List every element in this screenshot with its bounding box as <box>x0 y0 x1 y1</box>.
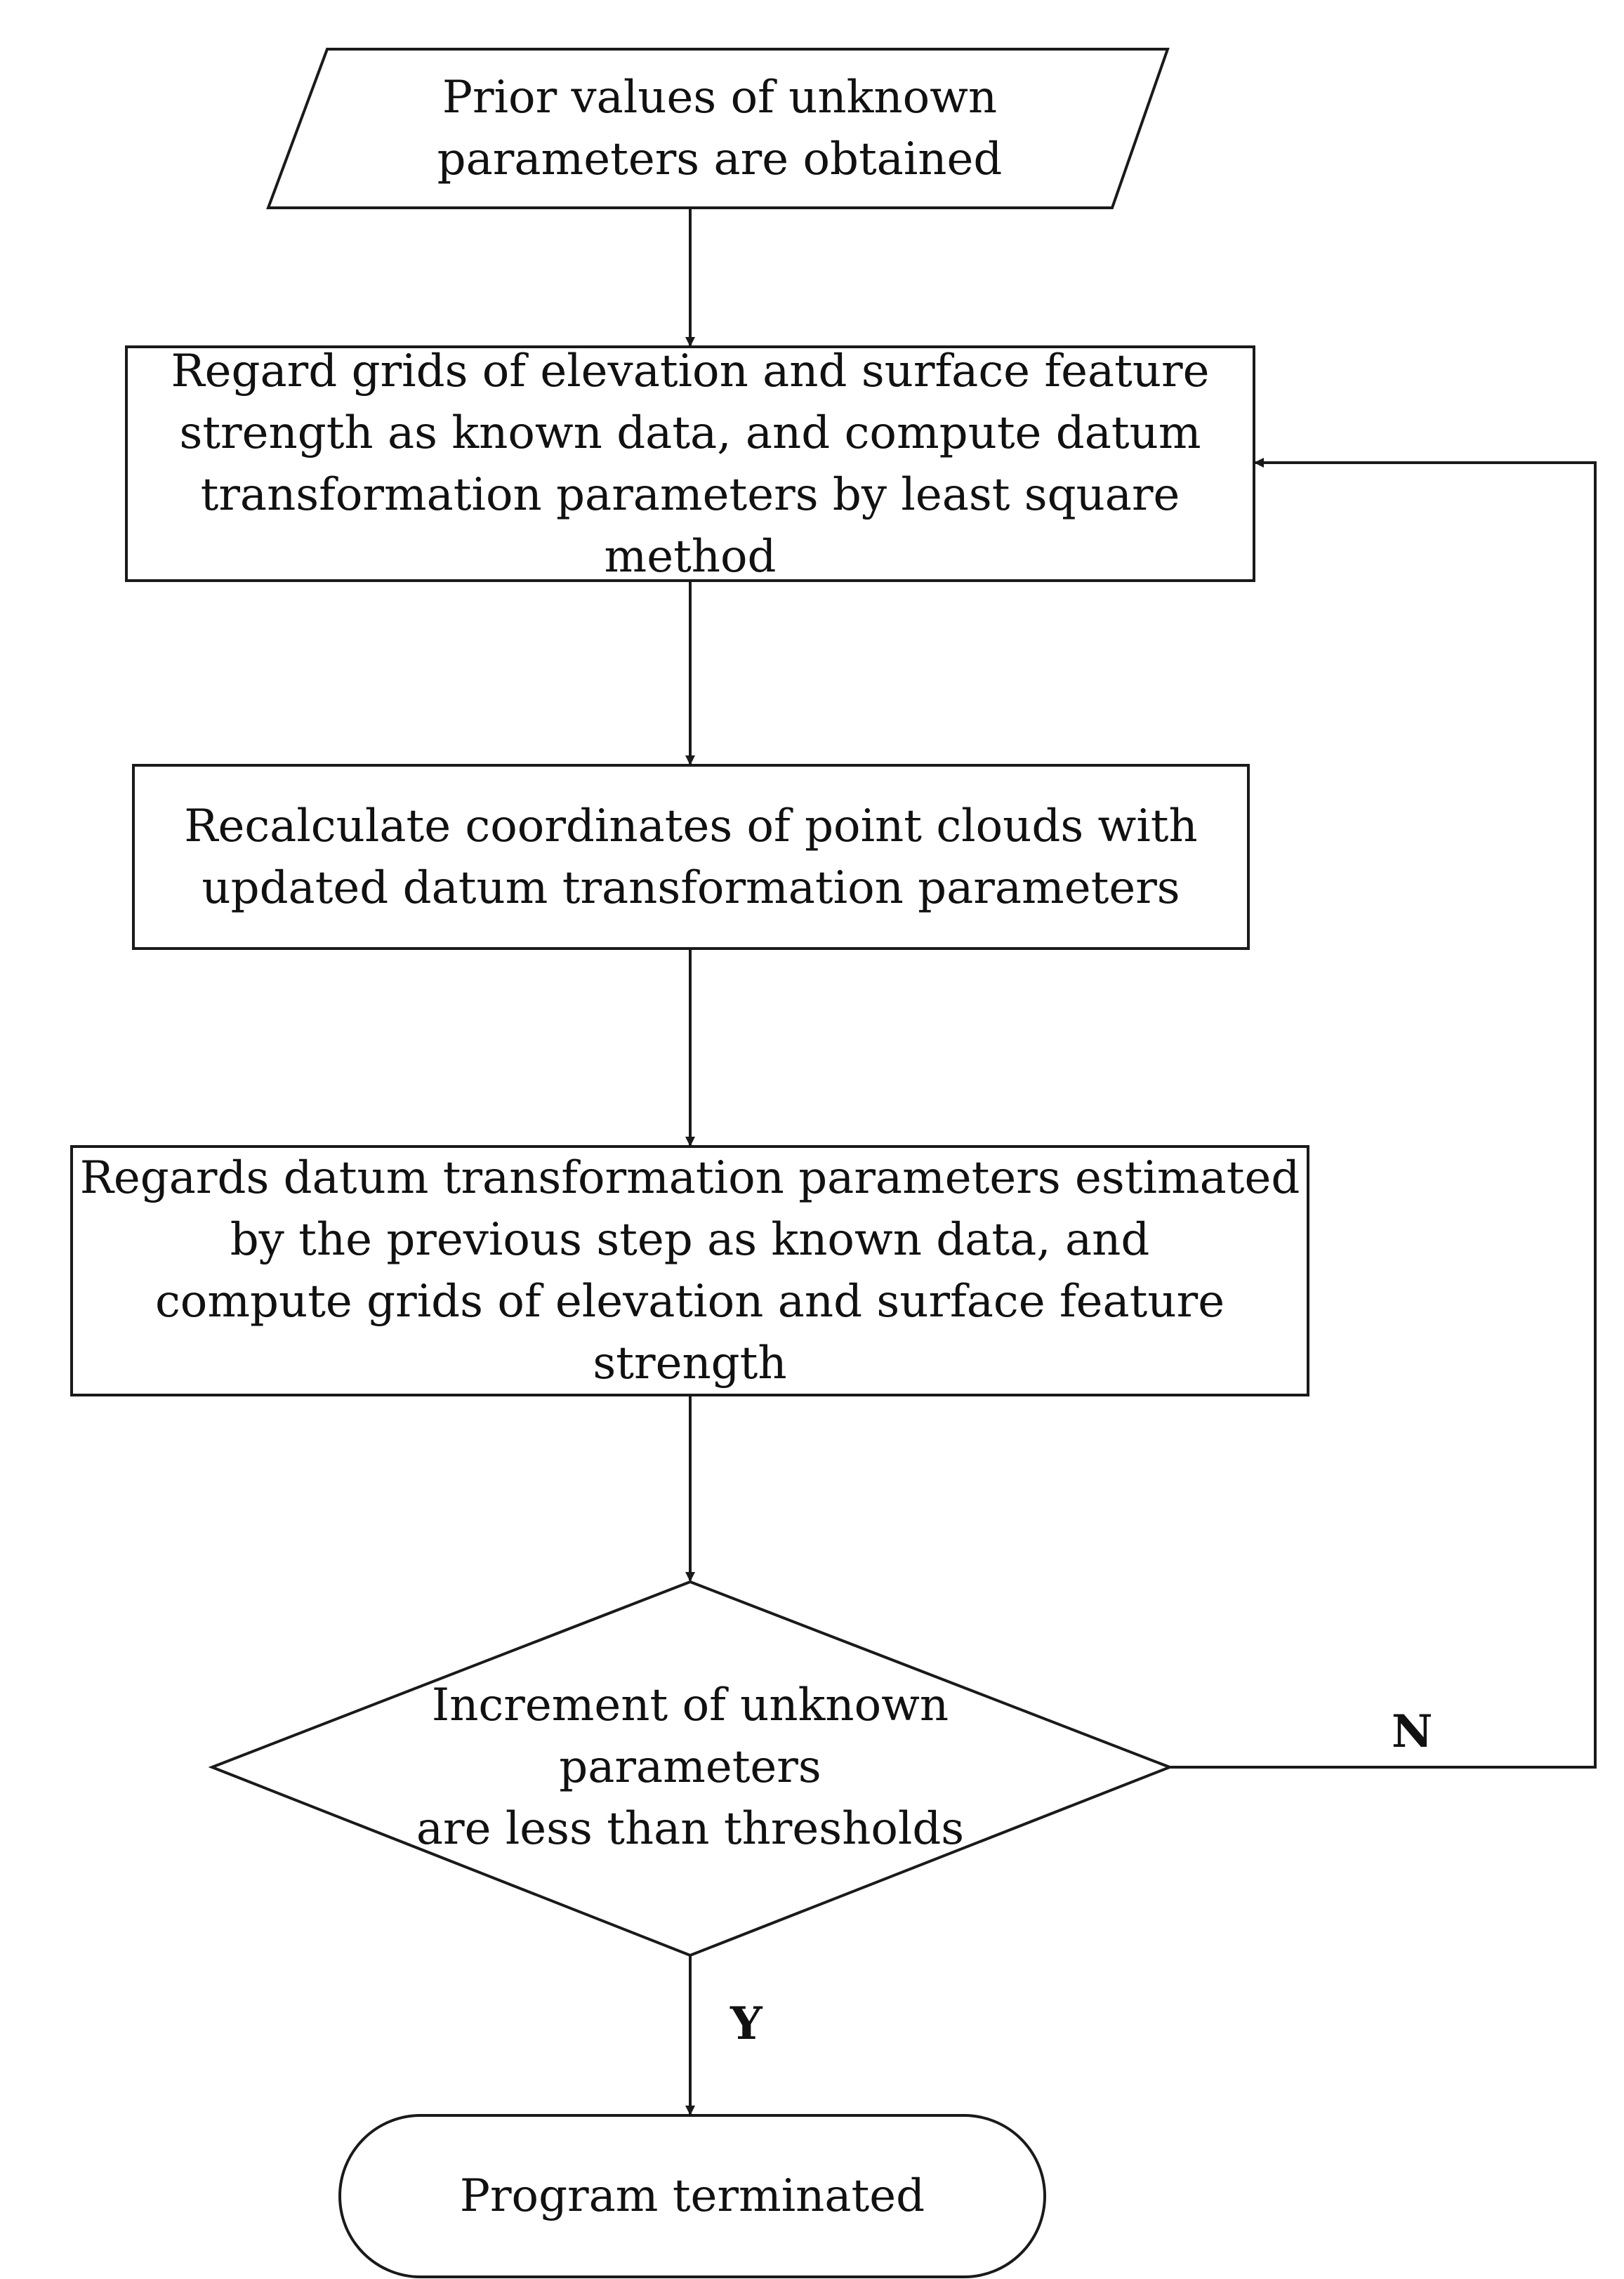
least-square-box <box>125 345 1255 582</box>
start-text: Prior values of unknown parameters are o… <box>437 72 1003 185</box>
least-square-text: Regard grids of elevation and surface fe… <box>171 345 1210 583</box>
edge-decision-to-least-square <box>1170 458 1597 1769</box>
branch-label-yes: Y <box>730 1997 763 2050</box>
decision-text: Increment of unknown parameters are less… <box>416 1679 965 1855</box>
compute-grids-text: Regards datum transformation parameters … <box>79 1152 1300 1389</box>
recalculate-text: Recalculate coordinates of point clouds … <box>184 800 1198 914</box>
compute-grids-box <box>70 1145 1309 1396</box>
end-terminator <box>338 2114 1046 2278</box>
branch-label-no: N <box>1392 1705 1433 1758</box>
end-text: Program terminated <box>459 2170 925 2222</box>
start-parallelogram <box>266 48 1170 209</box>
